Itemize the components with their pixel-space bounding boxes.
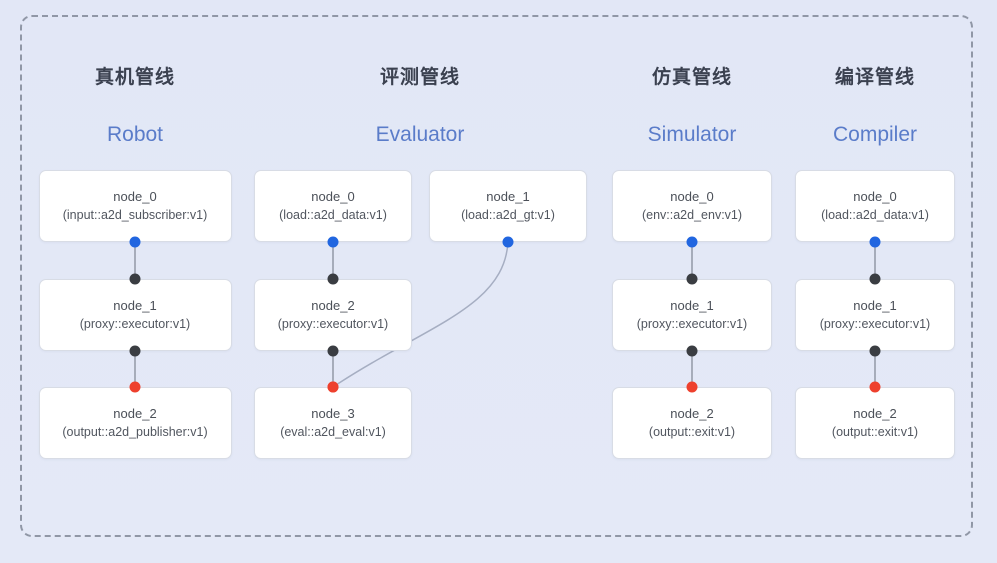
node-name-label: node_1 bbox=[670, 297, 714, 313]
node-robot-node_2[interactable]: node_2(output::a2d_publisher:v1) bbox=[38, 387, 232, 459]
node-name-label: node_2 bbox=[853, 405, 897, 421]
node-type-label: (proxy::executor:v1) bbox=[819, 316, 931, 331]
node-name-label: node_0 bbox=[670, 188, 714, 204]
node-name-label: node_1 bbox=[113, 297, 157, 313]
node-name-label: node_0 bbox=[113, 188, 157, 204]
node-evaluator-node_3[interactable]: node_3(eval::a2d_eval:v1) bbox=[254, 387, 412, 459]
node-type-label: (eval::a2d_eval:v1) bbox=[280, 424, 386, 439]
node-name-label: node_1 bbox=[486, 188, 530, 204]
pipeline-title-en-compiler: Compiler bbox=[832, 123, 918, 146]
node-type-label: (output::exit:v1) bbox=[648, 424, 736, 439]
node-type-label: (output::exit:v1) bbox=[831, 424, 919, 439]
node-name-label: node_2 bbox=[670, 405, 714, 421]
node-type-label: (proxy::executor:v1) bbox=[79, 316, 191, 331]
pipeline-title-en-robot: Robot bbox=[106, 123, 164, 146]
pipeline-title-en-simulator: Simulator bbox=[647, 123, 737, 146]
node-simulator-node_1[interactable]: node_1(proxy::executor:v1) bbox=[612, 279, 772, 351]
node-robot-node_0[interactable]: node_0(input::a2d_subscriber:v1) bbox=[38, 170, 232, 242]
pipeline-title-zh-simulator: 仿真管线 bbox=[651, 67, 733, 88]
node-robot-node_1[interactable]: node_1(proxy::executor:v1) bbox=[38, 279, 232, 351]
node-compiler-node_2[interactable]: node_2(output::exit:v1) bbox=[795, 387, 955, 459]
node-type-label: (env::a2d_env:v1) bbox=[641, 207, 743, 222]
node-type-label: (load::a2d_gt:v1) bbox=[461, 207, 555, 222]
node-simulator-node_0[interactable]: node_0(env::a2d_env:v1) bbox=[612, 170, 772, 242]
node-evaluator-node_1[interactable]: node_1(load::a2d_gt:v1) bbox=[429, 170, 587, 242]
node-name-label: node_2 bbox=[311, 297, 355, 313]
node-compiler-node_0[interactable]: node_0(load::a2d_data:v1) bbox=[795, 170, 955, 242]
node-type-label: (input::a2d_subscriber:v1) bbox=[62, 207, 208, 222]
node-simulator-node_2[interactable]: node_2(output::exit:v1) bbox=[612, 387, 772, 459]
pipeline-title-zh-evaluator: 评测管线 bbox=[379, 67, 461, 88]
node-type-label: (load::a2d_data:v1) bbox=[821, 207, 929, 222]
node-name-label: node_2 bbox=[113, 405, 157, 421]
node-name-label: node_0 bbox=[853, 188, 897, 204]
node-type-label: (load::a2d_data:v1) bbox=[279, 207, 387, 222]
node-name-label: node_3 bbox=[311, 405, 355, 421]
node-compiler-node_1[interactable]: node_1(proxy::executor:v1) bbox=[795, 279, 955, 351]
pipeline-title-zh-robot: 真机管线 bbox=[94, 67, 176, 88]
pipeline-title-en-evaluator: Evaluator bbox=[375, 123, 465, 146]
node-type-label: (output::a2d_publisher:v1) bbox=[62, 424, 208, 439]
node-evaluator-node_0[interactable]: node_0(load::a2d_data:v1) bbox=[254, 170, 412, 242]
pipeline-title-zh-compiler: 编译管线 bbox=[834, 67, 916, 88]
node-evaluator-node_2[interactable]: node_2(proxy::executor:v1) bbox=[254, 279, 412, 351]
node-type-label: (proxy::executor:v1) bbox=[636, 316, 748, 331]
node-type-label: (proxy::executor:v1) bbox=[277, 316, 389, 331]
node-name-label: node_0 bbox=[311, 188, 355, 204]
node-name-label: node_1 bbox=[853, 297, 897, 313]
